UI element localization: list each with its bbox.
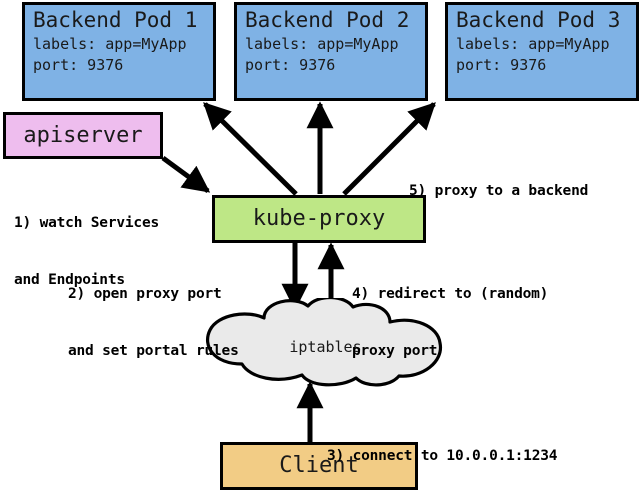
node-backend-pod-1[interactable]: Backend Pod 1 labels: app=MyApp port: 93… bbox=[22, 2, 216, 101]
step-2-line-2: and set portal rules bbox=[68, 343, 239, 359]
pod-2-title: Backend Pod 2 bbox=[245, 8, 410, 32]
step-4-label: 4) redirect to (random) proxy port bbox=[352, 247, 548, 399]
pod-2-port: port: 9376 bbox=[245, 56, 336, 74]
edge-kubeproxy-to-pod3 bbox=[342, 102, 436, 196]
node-backend-pod-3[interactable]: Backend Pod 3 labels: app=MyApp port: 93… bbox=[445, 2, 639, 101]
step-4-line-2: proxy port bbox=[352, 343, 438, 359]
pod-3-title: Backend Pod 3 bbox=[456, 8, 621, 32]
pod-3-labels: labels: app=MyApp bbox=[456, 35, 610, 53]
pod-1-title: Backend Pod 1 bbox=[33, 8, 198, 32]
pod-2-labels: labels: app=MyApp bbox=[245, 35, 399, 53]
pod-1-port: port: 9376 bbox=[33, 56, 124, 74]
node-iptables-cloud[interactable]: iptables bbox=[190, 295, 465, 388]
pod-3-port: port: 9376 bbox=[456, 56, 547, 74]
apiserver-label: apiserver bbox=[23, 122, 143, 148]
step-4-line-1: 4) redirect to (random) bbox=[352, 286, 549, 302]
pod-1-labels: labels: app=MyApp bbox=[33, 35, 187, 53]
edge-apiserver-to-kubeproxy bbox=[161, 155, 211, 194]
node-kube-proxy[interactable]: kube-proxy bbox=[212, 195, 426, 243]
step-1-label: 1) watch Services and Endpoints bbox=[14, 176, 159, 328]
node-apiserver[interactable]: apiserver bbox=[3, 112, 163, 159]
step-1-line-2: and Endpoints bbox=[14, 272, 125, 288]
step-2-line-1: 2) open proxy port bbox=[68, 286, 222, 302]
step-3-line-1: 3) connect to 10.0.0.1:1234 bbox=[327, 448, 558, 464]
iptables-label: iptables bbox=[289, 338, 362, 356]
node-backend-pod-2[interactable]: Backend Pod 2 labels: app=MyApp port: 93… bbox=[234, 2, 428, 101]
step-5-label: 5) proxy to a backend bbox=[409, 144, 588, 239]
cloud-shape bbox=[205, 295, 443, 387]
edge-kubeproxy-to-pod1 bbox=[203, 102, 298, 196]
step-2-label: 2) open proxy port and set portal rules bbox=[68, 247, 239, 399]
step-5-line-1: 5) proxy to a backend bbox=[409, 183, 589, 199]
node-client[interactable]: Client bbox=[220, 442, 418, 490]
kube-proxy-label: kube-proxy bbox=[252, 206, 386, 231]
step-3-label: 3) connect to 10.0.0.1:1234 bbox=[327, 409, 558, 494]
step-1-line-1: 1) watch Services bbox=[14, 215, 160, 231]
client-label: Client bbox=[279, 453, 359, 478]
